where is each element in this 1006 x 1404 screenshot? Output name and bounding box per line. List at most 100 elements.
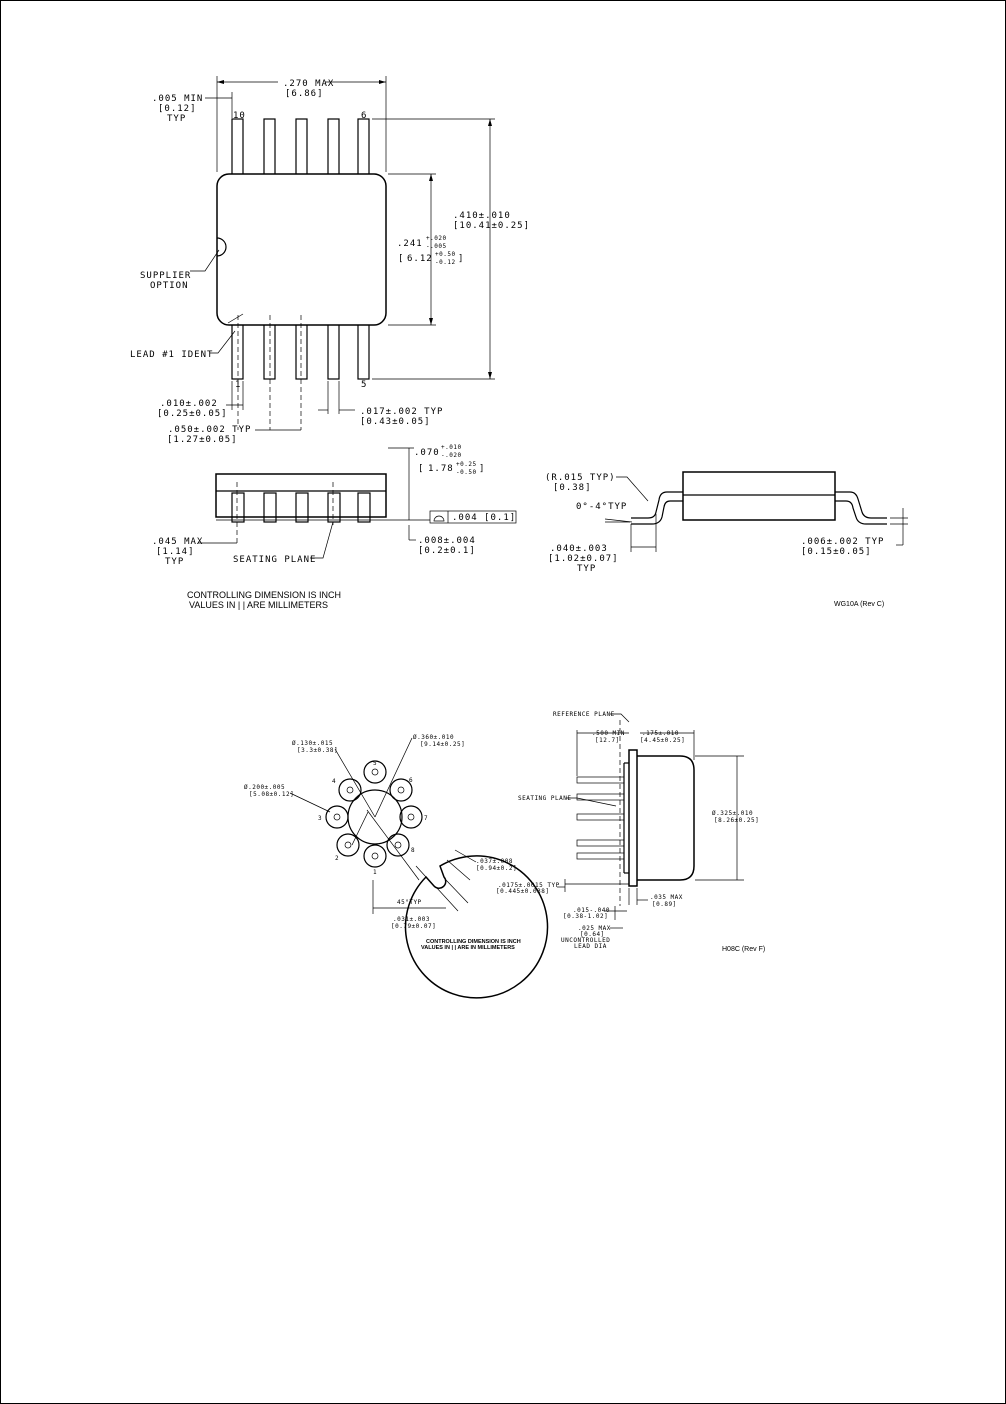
dim-pitch-mm: [1.27±0.05] — [167, 435, 238, 445]
dim-standoff-max-mm: [1.14] — [156, 547, 195, 557]
dim-ledge: .035 MAX — [650, 894, 683, 901]
dim-height: .070 — [414, 448, 440, 458]
dim-lead-zone-mm: [0.38-1.02] — [563, 913, 608, 920]
dim-flange-mm: [0.445±0.038] — [496, 888, 549, 895]
dim-tab-width: .037±.008 — [476, 858, 513, 865]
bottom-leads — [231, 322, 370, 380]
dim-circle-dia-mm: [5.08±0.12] — [249, 791, 294, 798]
dim-tab-angle: 45°TYP — [397, 899, 422, 906]
dim-ledge-mm: [0.89] — [652, 901, 677, 908]
top-leads — [231, 118, 370, 176]
dim-radius: (R.015 TYP) — [545, 473, 616, 483]
dim-standoff-mm: [0.2±0.1] — [418, 546, 476, 556]
dim-width-max: .270 MAX — [283, 79, 334, 89]
dim-body-width-tol-plus: +.020 — [426, 235, 447, 242]
dim-body-width-tol-minus: -.005 — [426, 243, 447, 250]
dim-lead-length: .500 MIN — [592, 730, 625, 737]
dim-height-mm: 1.78 — [428, 464, 454, 474]
dim-standoff-max-typ: TYP — [165, 557, 184, 567]
dim-lead-min-mm: [0.12] — [158, 104, 197, 114]
svg-text:]: ] — [479, 464, 485, 474]
dim-standoff: .008±.004 — [418, 536, 476, 546]
dim-height-tol-minus: -.020 — [441, 452, 462, 459]
dim-angle: 0°-4°TYP — [576, 502, 627, 512]
dim-flange: .0175±.0015 TYP — [498, 882, 560, 889]
reference-plane-label: REFERENCE PLANE — [553, 711, 615, 718]
pin-10-label: 10 — [233, 111, 246, 121]
wg10a-note-2: VALUES IN | | ARE MILLIMETERS — [189, 600, 328, 610]
dim-foot: .040±.003 — [550, 544, 608, 554]
wg10a-side-view: (R.015 TYP) [0.38] 0°-4°TYP .040±.003 [1… — [545, 471, 908, 574]
uncontrolled-lead-3: UNCONTROLLED — [561, 937, 610, 944]
dim-lead-thick-mm: [0.43±0.05] — [360, 417, 431, 427]
dim-lead-min-typ: TYP — [167, 114, 186, 124]
h08c-note-2: VALUES IN | | ARE IN MILLIMETERS — [421, 945, 515, 951]
dim-pitch: .050±.002 TYP — [168, 425, 251, 435]
h08c-outline — [404, 855, 549, 999]
h08c-side-view: REFERENCE PLANE .500 MIN [12.7] .175±.01… — [496, 711, 759, 950]
dim-can-dia: Ø.360±.010 — [413, 734, 454, 741]
pin-label-7: 7 — [424, 815, 428, 822]
seating-plane-label-2: SEATING PLANE — [518, 795, 571, 802]
dim-lead-length-mm: [12.7] — [595, 737, 620, 744]
pin-label-2: 2 — [335, 855, 339, 862]
dim-standoff-max: .045 MAX — [152, 537, 203, 547]
dim-foot-typ: TYP — [577, 564, 596, 574]
h08c-revision: H08C (Rev F) — [722, 946, 765, 953]
h08c-leads — [576, 776, 625, 860]
dim-body-width-mm: 6.12 — [407, 254, 433, 264]
dim-circle-dia: Ø.200±.005 — [244, 784, 285, 791]
dim-lead-thick: .017±.002 TYP — [360, 407, 443, 417]
dim-can-dia-mm: [9.14±0.25] — [420, 741, 465, 748]
dim-lead-width-mm: [0.25±0.05] — [157, 409, 228, 419]
dim-can-height: .175±.010 — [642, 730, 679, 737]
svg-text:[: [ — [398, 254, 404, 264]
dim-body-width: .241 — [397, 239, 423, 249]
pin-label-5: 5 — [373, 760, 377, 767]
dim-tab-width-mm: [0.94±0.2] — [476, 865, 517, 872]
dim-lead-t: .006±.002 TYP — [801, 537, 884, 547]
wg10a-front-view: .070 +.010 -.020 [ 1.78 +0.25 -0.50 ] .0… — [152, 444, 517, 567]
dim-lead-t-mm: [0.15±0.05] — [801, 547, 872, 557]
pin-label-3: 3 — [318, 815, 322, 822]
flatness-tolerance: .004 [0.1] — [452, 513, 516, 523]
dim-height-mm-tol-minus: -0.50 — [456, 469, 477, 476]
dim-hole-dia: Ø.130±.015 — [292, 740, 333, 747]
dim-side-dia-mm: [8.26±0.25] — [714, 817, 759, 824]
dim-body-width-mm-tol-minus: -0.12 — [435, 259, 456, 266]
wg10a-note-1: CONTROLLING DIMENSION IS INCH — [187, 590, 341, 600]
dim-body-width-mm-tol-plus: +0.50 — [435, 251, 456, 258]
pin-label-8: 8 — [411, 847, 415, 854]
dim-tab-length-mm: [0.79±0.07] — [391, 923, 436, 930]
wg10a-body — [216, 173, 387, 326]
dim-length-mm: [10.41±0.25] — [453, 221, 530, 231]
dim-tab-length: .031±.003 — [393, 916, 430, 923]
uncontrolled-lead-1: .025 MAX — [578, 925, 611, 932]
pin-circles — [325, 760, 423, 868]
pin-label-6: 6 — [409, 777, 413, 784]
pin-label-1: 1 — [373, 869, 377, 876]
svg-text:[: [ — [418, 464, 424, 474]
dim-lead-width: .010±.002 — [160, 399, 218, 409]
dim-hole-dia-mm: [3.3±0.38] — [297, 747, 338, 754]
dim-side-dia: Ø.325±.010 — [712, 810, 753, 817]
dim-radius-mm: [0.38] — [553, 483, 592, 493]
lead1-ident-label: LEAD #1 IDENT — [130, 350, 213, 360]
wg10a-revision: WG10A (Rev C) — [834, 601, 884, 608]
wg10a-top-view: .270 MAX [6.86] .005 MIN [0.12] TYP 10 6… — [130, 76, 530, 445]
uncontrolled-lead-2: [0.64] — [580, 931, 605, 938]
dim-width-max-mm: [6.86] — [285, 89, 324, 99]
uncontrolled-lead-4: LEAD DIA — [574, 943, 607, 950]
pin-6-label: 6 — [361, 111, 367, 121]
dim-height-tol-plus: +.010 — [441, 444, 462, 451]
h08c-bottom-view: 5 6 7 8 1 2 3 4 Ø.130±.015 [3.3±0.38] Ø.… — [244, 734, 549, 999]
pin-1-label: 1 — [235, 380, 241, 390]
dim-lead-min: .005 MIN — [152, 94, 203, 104]
dim-foot-mm: [1.02±0.07] — [548, 554, 619, 564]
dim-can-height-mm: [4.45±0.25] — [640, 737, 685, 744]
supplier-option-label-1: SUPPLIER — [140, 271, 191, 281]
dim-length: .410±.010 — [453, 211, 511, 221]
pin-5-label: 5 — [361, 380, 367, 390]
dim-height-mm-tol-plus: +0.25 — [456, 461, 477, 468]
